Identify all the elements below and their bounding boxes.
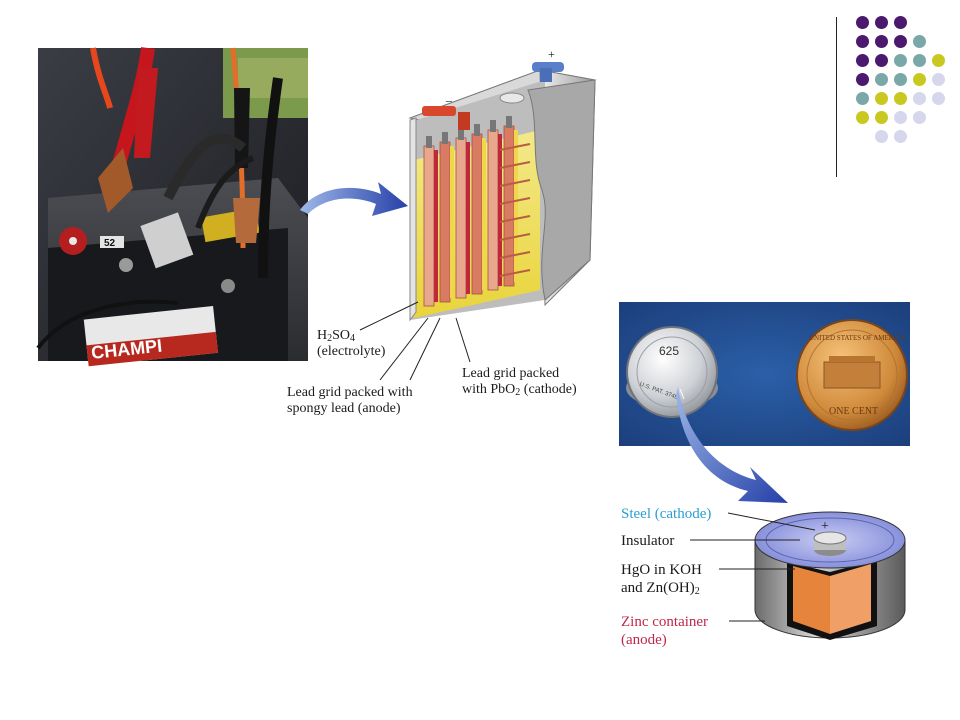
plate-separator — [466, 142, 470, 294]
cathode-label: Lead grid packed with PbO2 (cathode) — [462, 366, 577, 398]
decorative-dot — [894, 73, 907, 86]
curved-arrow-coin-to-cell — [676, 387, 788, 503]
zinc-anode-label: Zinc container (anode) — [621, 614, 709, 648]
plate-separator — [482, 138, 486, 290]
grid-bar — [499, 161, 531, 169]
anode-label: Lead grid packed with spongy lead (anode… — [287, 385, 413, 416]
decorative-dot — [913, 92, 926, 105]
plate-separator — [434, 150, 438, 302]
decorative-dot — [856, 73, 869, 86]
decorative-dot — [875, 35, 888, 48]
cell-minus-sign: – — [822, 627, 831, 642]
decorative-dot — [894, 16, 907, 29]
plate-post — [474, 124, 480, 136]
plate-separator — [514, 130, 518, 282]
electrolyte-role: (electrolyte) — [317, 344, 386, 359]
electrolyte-formula: H2SO4 — [317, 328, 356, 344]
decorative-dot — [856, 54, 869, 67]
decorative-dot — [875, 92, 888, 105]
decorative-dot — [894, 130, 907, 143]
battery-plus-sign: + — [548, 47, 555, 61]
decorative-dot — [913, 35, 926, 48]
grid-bar — [499, 215, 531, 223]
coin-cell-number: 625 — [659, 344, 679, 358]
decorative-dot — [932, 54, 945, 67]
grid-bar — [499, 179, 531, 187]
penny-bottom-text: ONE CENT — [829, 406, 878, 417]
car-battery-photo: CHAMPI 52 — [36, 47, 308, 367]
decorative-dot — [913, 54, 926, 67]
hgo-koh-label: HgO in KOH and Zn(OH)2 — [621, 562, 702, 597]
battery-sticker-text: 52 — [104, 238, 116, 249]
plate-post — [506, 116, 512, 128]
vertical-divider-line — [836, 17, 837, 177]
decorative-dot — [932, 73, 945, 86]
grid-bar — [499, 269, 531, 277]
decorative-dot — [875, 111, 888, 124]
steel-cathode-label: Steel (cathode) — [621, 506, 712, 522]
insulator-label: Insulator — [621, 533, 675, 549]
plate-post — [426, 136, 432, 148]
battery-minus-sign: – — [445, 93, 453, 107]
curved-arrow-photo-to-battery — [300, 182, 408, 216]
lead-acid-battery-cutaway: + – — [408, 47, 597, 322]
decorative-dot — [913, 73, 926, 86]
decorative-dot — [913, 111, 926, 124]
decorative-dot — [856, 16, 869, 29]
button-cell-photo: 625 U.S. PAT. 3749 UNITED STATES OF AMER… — [619, 302, 910, 446]
decorative-dot-grid — [850, 12, 950, 157]
cell-plus-sign: + — [821, 519, 829, 534]
decorative-dot — [856, 92, 869, 105]
plate-post — [458, 128, 464, 140]
decorative-dot — [875, 130, 888, 143]
decorative-dot — [856, 111, 869, 124]
decorative-dot — [875, 16, 888, 29]
grid-bar — [499, 233, 531, 241]
plate-post — [442, 132, 448, 144]
button-cell-cutaway: + – — [754, 511, 906, 642]
penny-top-text: UNITED STATES OF AMERICA — [809, 334, 905, 342]
electrolyte-label: H2SO4 (electrolyte) — [317, 328, 385, 360]
decorative-dot — [894, 54, 907, 67]
decorative-dot — [875, 73, 888, 86]
decorative-dot — [894, 35, 907, 48]
grid-bar — [499, 197, 531, 205]
decorative-dot — [932, 92, 945, 105]
grid-bar — [499, 143, 531, 151]
decorative-dot — [894, 111, 907, 124]
decorative-dot — [856, 35, 869, 48]
plate-post — [490, 120, 496, 132]
decorative-dot — [875, 54, 888, 67]
grid-bar — [499, 251, 531, 259]
plate-separator — [498, 134, 502, 286]
decorative-dot — [894, 92, 907, 105]
plate-separator — [450, 146, 454, 298]
